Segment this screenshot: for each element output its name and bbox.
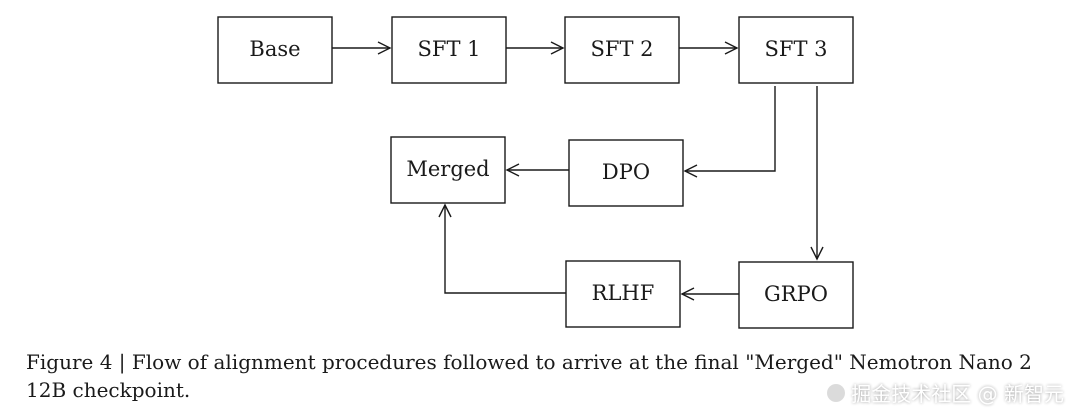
node-merged: Merged [390,136,506,204]
caption-line-2: 12B checkpoint. [26,378,191,402]
node-grpo-label: GRPO [764,282,828,306]
figure-caption: Figure 4 | Flow of alignment procedures … [26,348,1066,404]
node-base-label: Base [249,37,300,61]
edge-dpo-to-merged [505,163,569,177]
watermark-logo-icon [827,383,846,402]
node-dpo: DPO [568,139,684,207]
node-sft1: SFT 1 [391,16,507,84]
node-grpo: GRPO [738,261,854,329]
node-dpo-label: DPO [602,160,650,184]
edge-sft1-to-sft2 [506,41,565,55]
edge-sft3-to-dpo [683,86,776,178]
node-sft2: SFT 2 [564,16,680,84]
edge-base-to-sft1 [332,41,392,55]
node-sft3-label: SFT 3 [765,37,828,61]
edge-sft3-to-grpo [810,86,824,261]
node-sft1-label: SFT 1 [418,37,481,61]
node-base: Base [217,16,333,84]
alignment-flow-diagram: Base SFT 1 SFT 2 SFT 3 Merged DPO RLHF G… [217,16,854,329]
edge-grpo-to-rlhf [680,287,739,301]
node-rlhf: RLHF [565,260,681,328]
node-rlhf-label: RLHF [592,281,655,305]
edge-sft2-to-sft3 [679,41,739,55]
node-sft3: SFT 3 [738,16,854,84]
node-sft2-label: SFT 2 [591,37,654,61]
watermark-text: 掘金技术社区 @ 新智元 [851,382,1064,406]
node-merged-label: Merged [406,157,489,181]
watermark: 掘金技术社区 @ 新智元 [827,378,1064,407]
caption-line-1: Figure 4 | Flow of alignment procedures … [26,350,1032,374]
edge-rlhf-to-merged [438,203,566,294]
